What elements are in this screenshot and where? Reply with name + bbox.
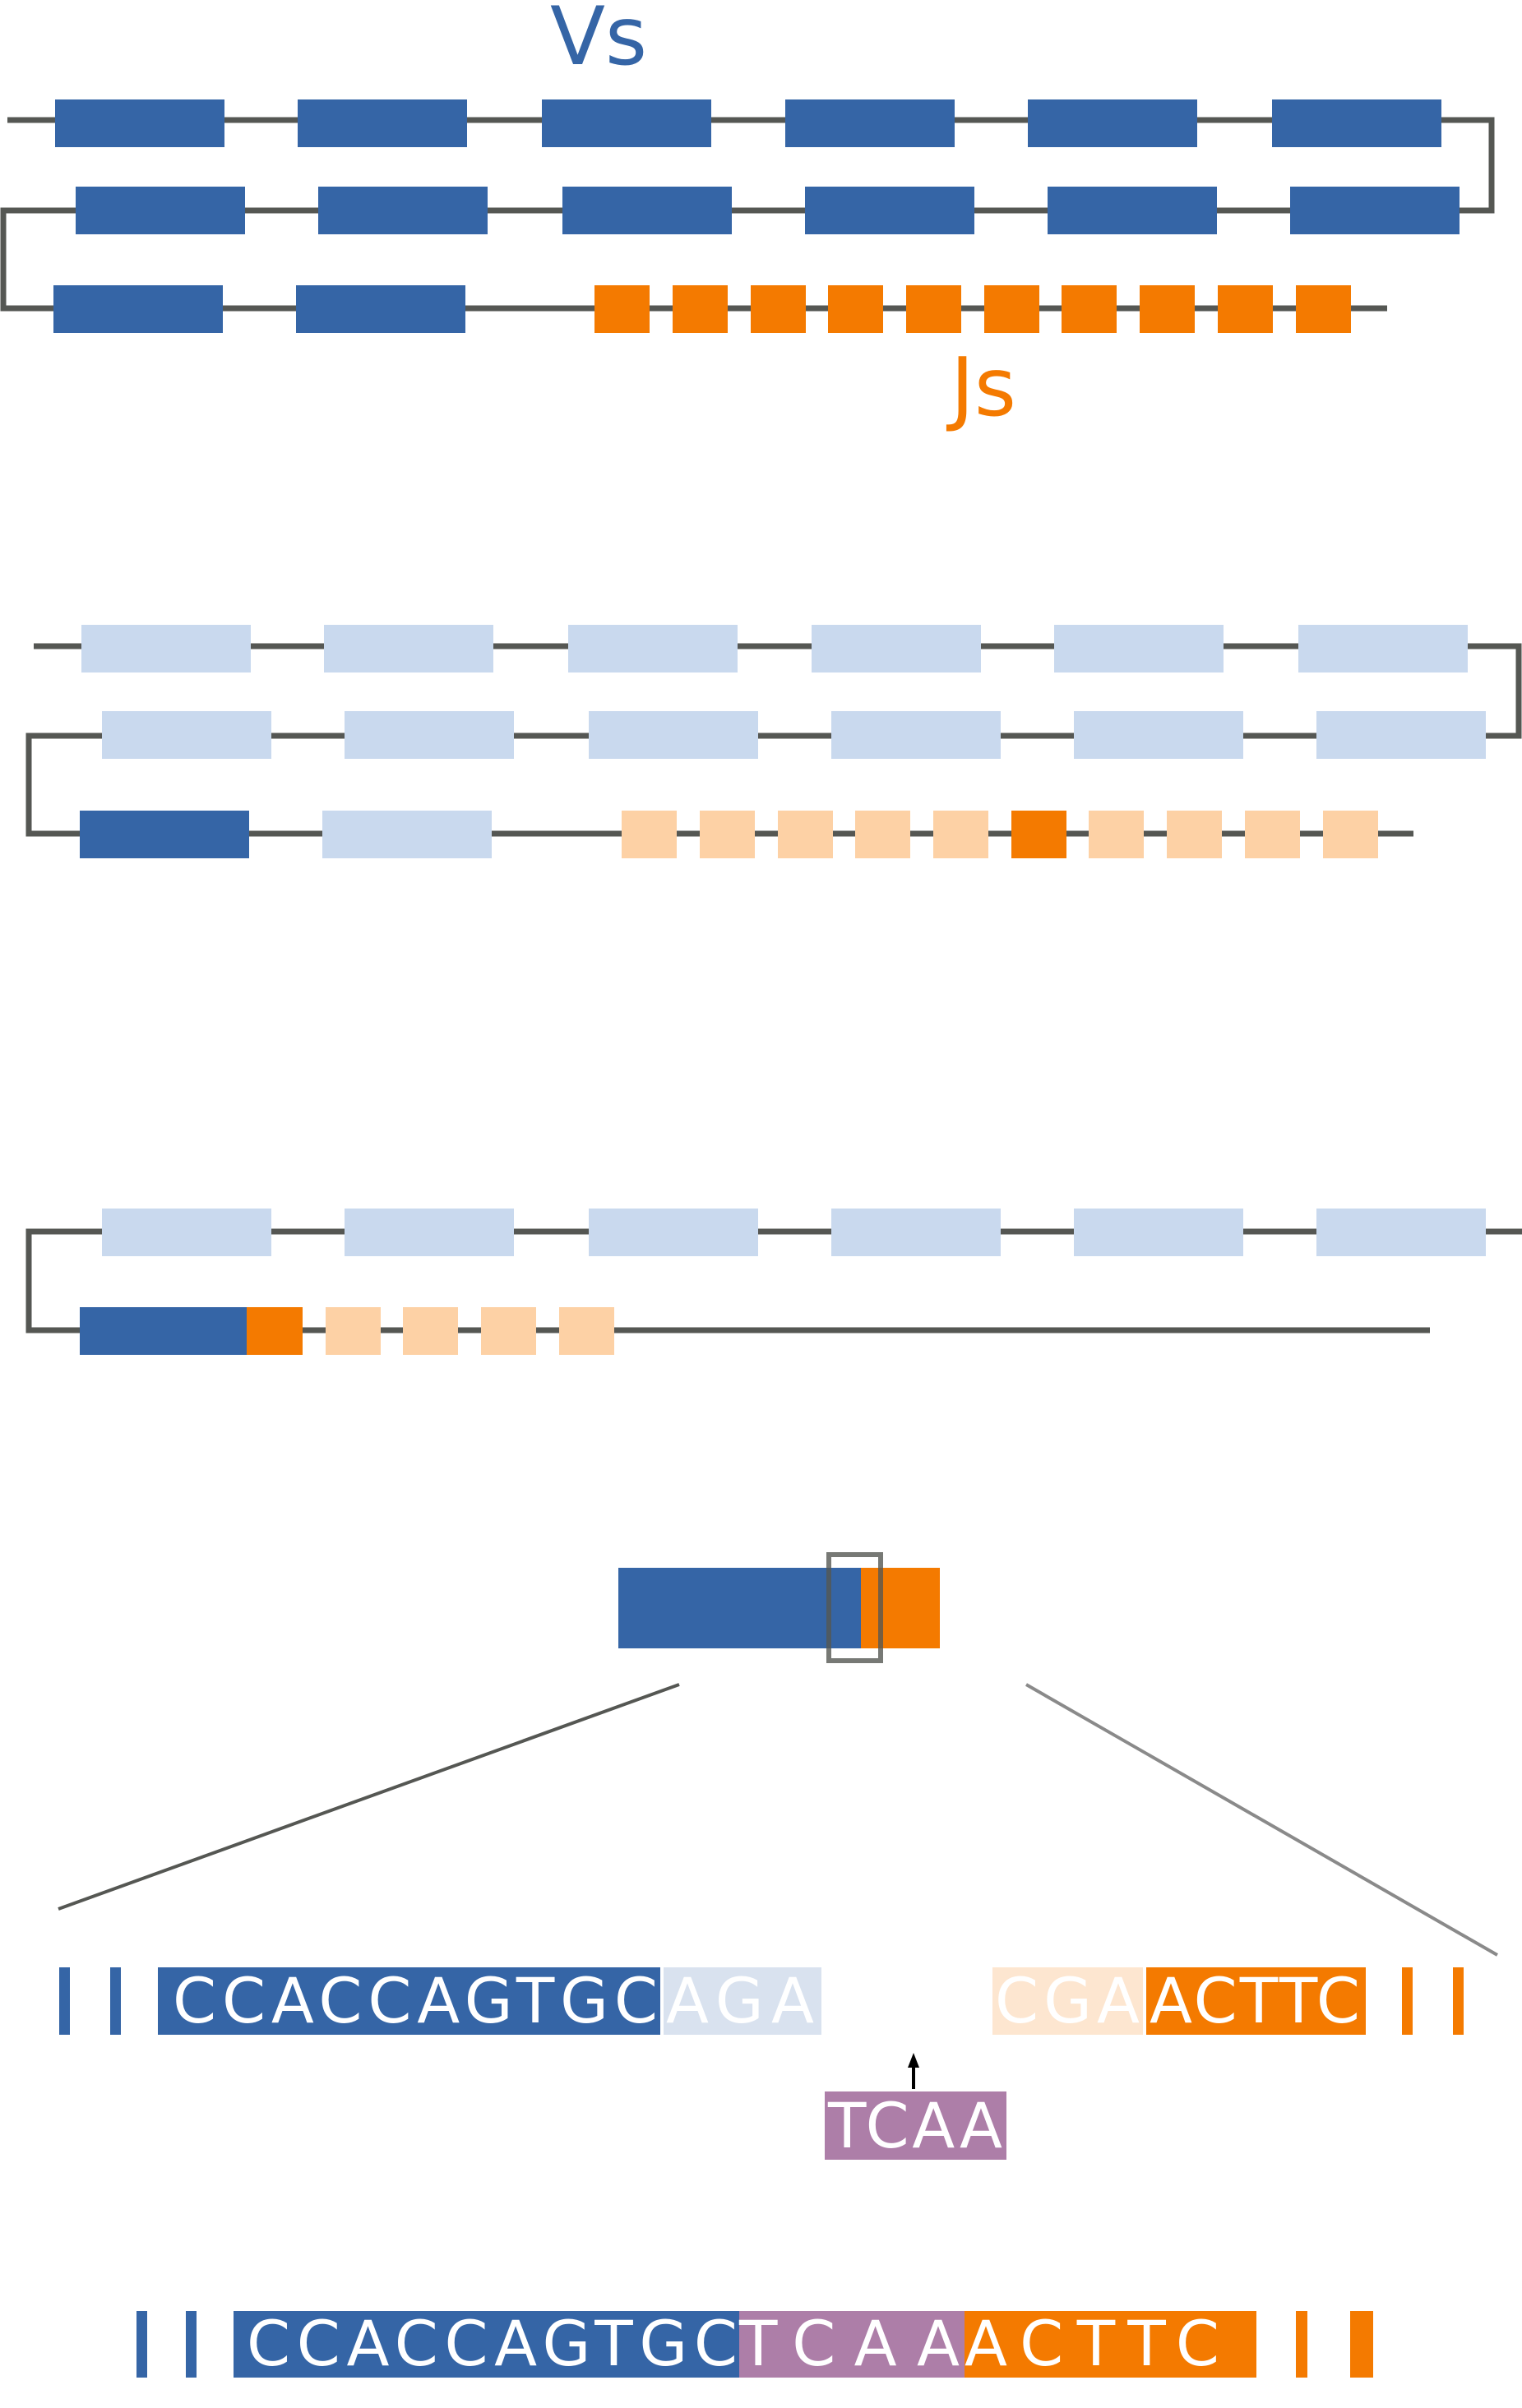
selection-backbone [25,643,1522,837]
zoom-line-left [58,1683,680,1911]
v-gene-segment-unselected [324,625,493,672]
v-gene-segment-unselected [345,1209,514,1256]
final-j-sequence: ACTTC [965,2307,1219,2380]
joined-v-segment [618,1568,861,1648]
j-continuation-bar [1350,2311,1373,2378]
v-gene-segment-unselected [589,1209,758,1256]
insertion-box [825,2091,1006,2160]
v-gene-segment-unselected [1316,1209,1486,1256]
final-n-box [739,2311,965,2378]
v-gene-segment-unselected [1298,625,1468,672]
j-gene-segment-downstream [403,1307,458,1355]
v-gene-segment [805,187,974,234]
j-gene-segment [1062,285,1117,333]
j-gene-segment-downstream [481,1307,536,1355]
germline-locus: Vs Js [0,0,1495,435]
v-continuation-bar [136,2311,147,2378]
v-gene-segment-unselected [345,711,514,759]
v-gene-segment [296,285,465,333]
rearranged-backbone [25,1228,1522,1333]
j-gene-segment-selected [1011,811,1066,858]
v-genes-label: Vs [550,0,647,84]
j-gene-segment-unselected [1089,811,1144,858]
j-gene-segment [984,285,1039,333]
v-trimmed-sequence: AGA [666,1964,814,2037]
v-continuation-bar [186,2311,197,2378]
j-gene-segment-unselected [622,811,677,858]
j-gene-segment [673,285,728,333]
v-gene-segment-selected [80,811,249,858]
final-junction: CCACCAGTGC TCAA ACTTC [136,2307,1373,2380]
v-gene-segment [1048,187,1217,234]
zoom-line-right [1025,1683,1498,1957]
v-gene-segment-unselected [812,625,981,672]
v-gene-segment [318,187,488,234]
j-gene-segment-unselected [1323,811,1378,858]
final-j-box [965,2311,1256,2378]
v-gene-segment [785,99,955,147]
j-gene-segment-downstream [326,1307,381,1355]
v-kept-box [158,1967,660,2035]
v-gene-segment [76,187,245,234]
v-trimmed-box [664,1967,821,2035]
j-gene-segment [828,285,883,333]
v-gene-segment-unselected [1054,625,1224,672]
segment-selection [25,625,1522,858]
j-gene-segment [1218,285,1273,333]
v-gene-segment-unselected [1316,711,1486,759]
j-gene-segment-downstream [559,1307,614,1355]
j-trimmed-box [992,1967,1143,2035]
j-gene-segment [594,285,650,333]
junction-processing: CCACCAGTGC AGA CGA ACTTC TCAA [59,1964,1464,2162]
v-gene-segment-unselected [831,1209,1001,1256]
j-continuation-bar [1296,2311,1307,2378]
v-continuation-bar [110,1967,121,2035]
v-gene-segment [542,99,711,147]
final-v-box [234,2311,739,2378]
v-gene-segment-unselected [322,811,492,858]
rearranged-locus [25,1209,1522,1355]
j-gene-segment [1296,285,1351,333]
j-genes-label: Js [946,341,1016,435]
v-gene-segment [53,285,223,333]
j-gene-segment-unselected [933,811,988,858]
v-gene-segment-unselected [1074,711,1243,759]
vj-junction [58,1552,1498,1957]
v-gene-segment [298,99,467,147]
v-continuation-bar [59,1967,70,2035]
j-trimmed-sequence: CGA [995,1964,1140,2037]
j-gene-segment [906,285,961,333]
v-gene-segment [1028,99,1197,147]
v-gene-segment-unselected [102,1209,271,1256]
j-gene-segment [1140,285,1195,333]
j-gene-segment-unselected [1245,811,1300,858]
v-gene-segment-unselected [81,625,251,672]
j-gene-segment [751,285,806,333]
j-gene-segment-unselected [1167,811,1222,858]
junction-highlight-box [826,1552,883,1663]
joined-j-segment [861,1568,940,1648]
v-gene-segment-unselected [102,711,271,759]
v-gene-segment [562,187,732,234]
insertion-sequence: TCAA [827,2089,1002,2162]
j-gene-segment-rearranged [247,1307,303,1355]
j-gene-segment-unselected [778,811,833,858]
v-gene-segment [1290,187,1460,234]
v-gene-segment-rearranged [80,1307,247,1355]
arrowhead-icon [908,2053,919,2068]
germline-backbone [0,117,1495,312]
j-kept-box [1146,1967,1366,2035]
v-gene-segment [1272,99,1441,147]
v-gene-segment-unselected [568,625,738,672]
v-gene-segment-unselected [589,711,758,759]
j-kept-sequence: ACTTC [1150,1964,1360,2037]
v-gene-segment [55,99,224,147]
j-gene-segment-unselected [700,811,755,858]
j-continuation-bar [1402,1967,1413,2035]
v-gene-segment-unselected [1074,1209,1243,1256]
v-gene-segment-unselected [831,711,1001,759]
j-continuation-bar [1453,1967,1464,2035]
j-gene-segment-unselected [855,811,910,858]
